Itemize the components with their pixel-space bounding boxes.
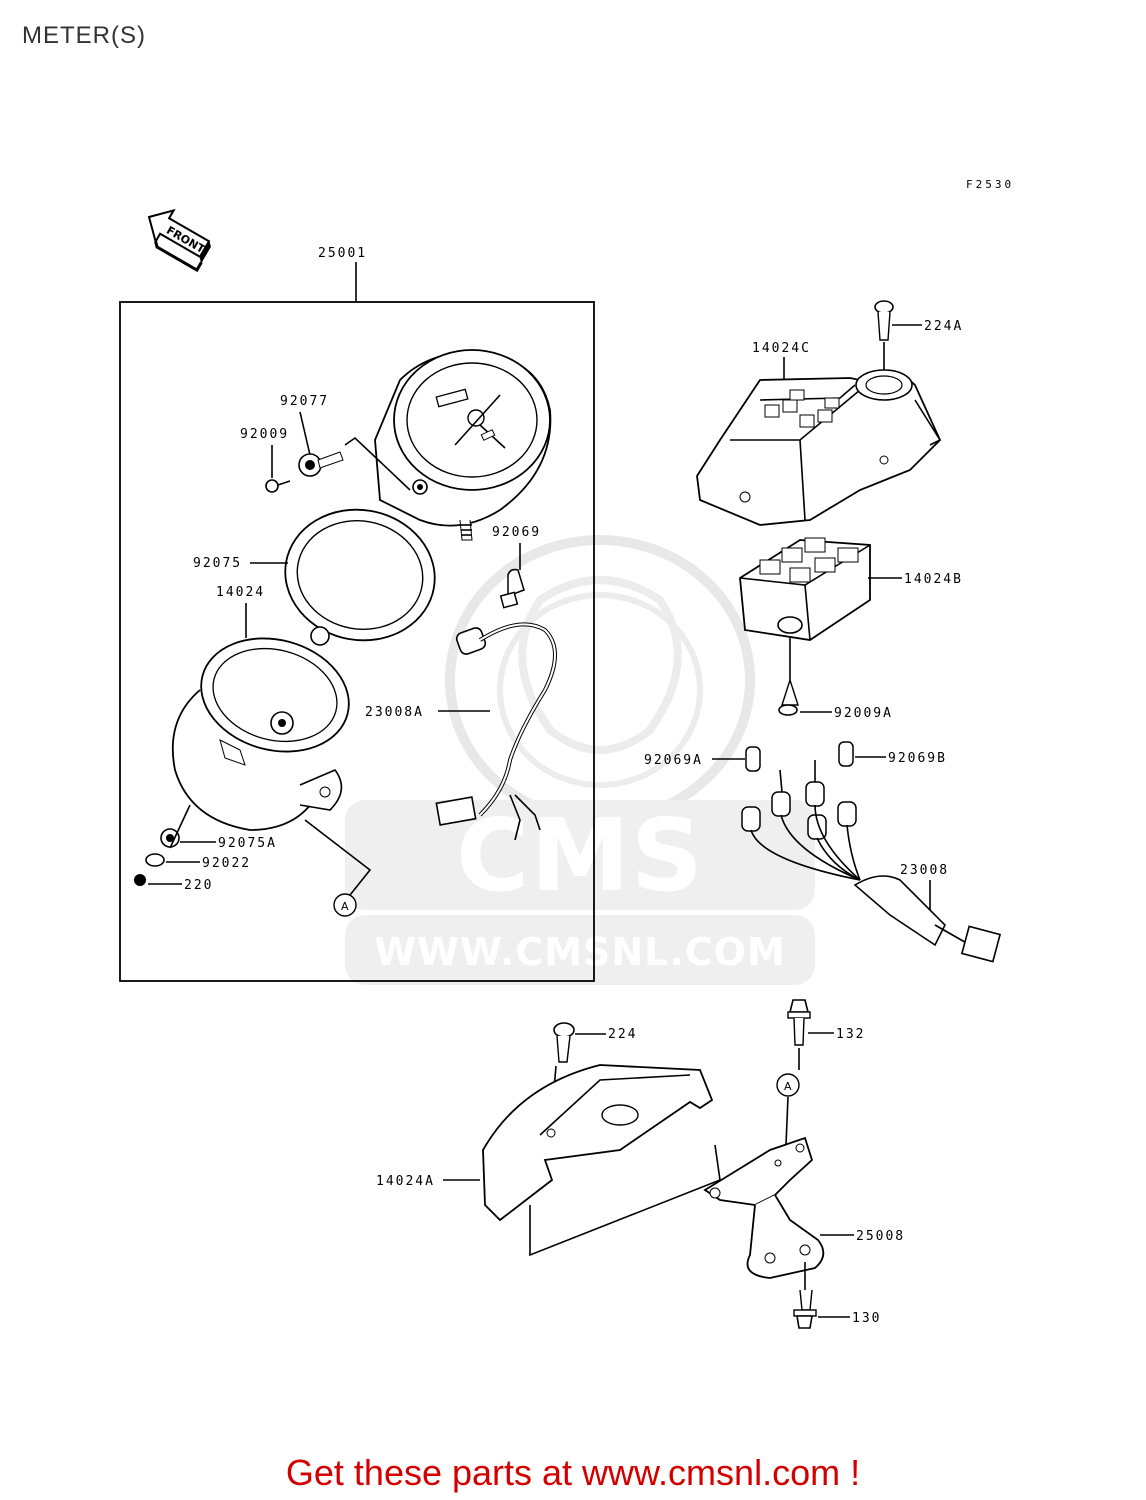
label-92075: 92075: [193, 556, 242, 571]
screw-220-icon: [134, 874, 146, 886]
promo-link[interactable]: Get these parts at www.cmsnl.com !: [285, 1452, 861, 1493]
watermark-logo-text: CMS: [456, 797, 704, 914]
screw-224a-icon: [874, 300, 894, 341]
label-92077: 92077: [280, 394, 329, 409]
label-130: 130: [852, 1311, 881, 1326]
screw-92009a-icon: [778, 677, 799, 716]
meter-case: [171, 637, 350, 831]
label-23008: 23008: [900, 863, 949, 878]
nut-icon: [160, 828, 180, 848]
label-224A: 224A: [924, 319, 963, 334]
watermark-url: WWW.CMSNL.COM: [374, 930, 786, 974]
wiring-harness-a: [435, 622, 557, 841]
label-220: 220: [184, 878, 213, 893]
label-92069B: 92069B: [888, 751, 947, 766]
figure-code: F2530: [966, 178, 1014, 191]
reference-mark-right-text: A: [784, 1080, 792, 1093]
cover-14024c: [696, 369, 942, 526]
watermark-logo: CMS WWW.CMSNL.COM: [345, 535, 815, 985]
gear-icon: [298, 451, 344, 477]
label-14024B: 14024B: [904, 572, 963, 587]
label-92069A: 92069A: [644, 753, 703, 768]
label-92009: 92009: [240, 427, 289, 442]
bracket-cover-14024a: [482, 1064, 714, 1222]
bracket-25008: [703, 1136, 825, 1279]
label-92075A: 92075A: [218, 836, 277, 851]
washer-icon: [145, 853, 165, 867]
bolt-130-icon: [793, 1289, 817, 1329]
reference-mark-right: A: [776, 1073, 800, 1097]
label-23008A: 23008A: [365, 705, 424, 720]
label-132: 132: [836, 1027, 865, 1042]
screw-icon: [265, 479, 291, 493]
reference-mark-left-text: A: [341, 900, 349, 913]
socket-14024b: [739, 537, 871, 641]
label-14024: 14024: [216, 585, 265, 600]
reference-mark-left: A: [333, 893, 357, 917]
meter-body: [374, 349, 552, 541]
screw-224-icon: [553, 1022, 575, 1063]
bolt-132-icon: [787, 999, 811, 1046]
front-arrow-icon: FRONT: [147, 208, 211, 273]
label-224: 224: [608, 1027, 637, 1042]
label-14024A: 14024A: [376, 1174, 435, 1189]
label-92022: 92022: [202, 856, 251, 871]
label-25008: 25008: [856, 1229, 905, 1244]
label-92069: 92069: [492, 525, 541, 540]
bulbs-92069: [745, 741, 854, 772]
bulb-icon: [499, 568, 525, 609]
meter-assembly-box: [119, 301, 595, 982]
label-92009A: 92009A: [834, 706, 893, 721]
bezel-ring: [284, 508, 436, 646]
label-14024C: 14024C: [752, 341, 811, 356]
promo-banner[interactable]: Get these parts at www.cmsnl.com !: [0, 1452, 1146, 1494]
label-25001: 25001: [318, 246, 367, 261]
page-title: METER(S): [22, 22, 146, 49]
wiring-harness: [741, 760, 1002, 963]
